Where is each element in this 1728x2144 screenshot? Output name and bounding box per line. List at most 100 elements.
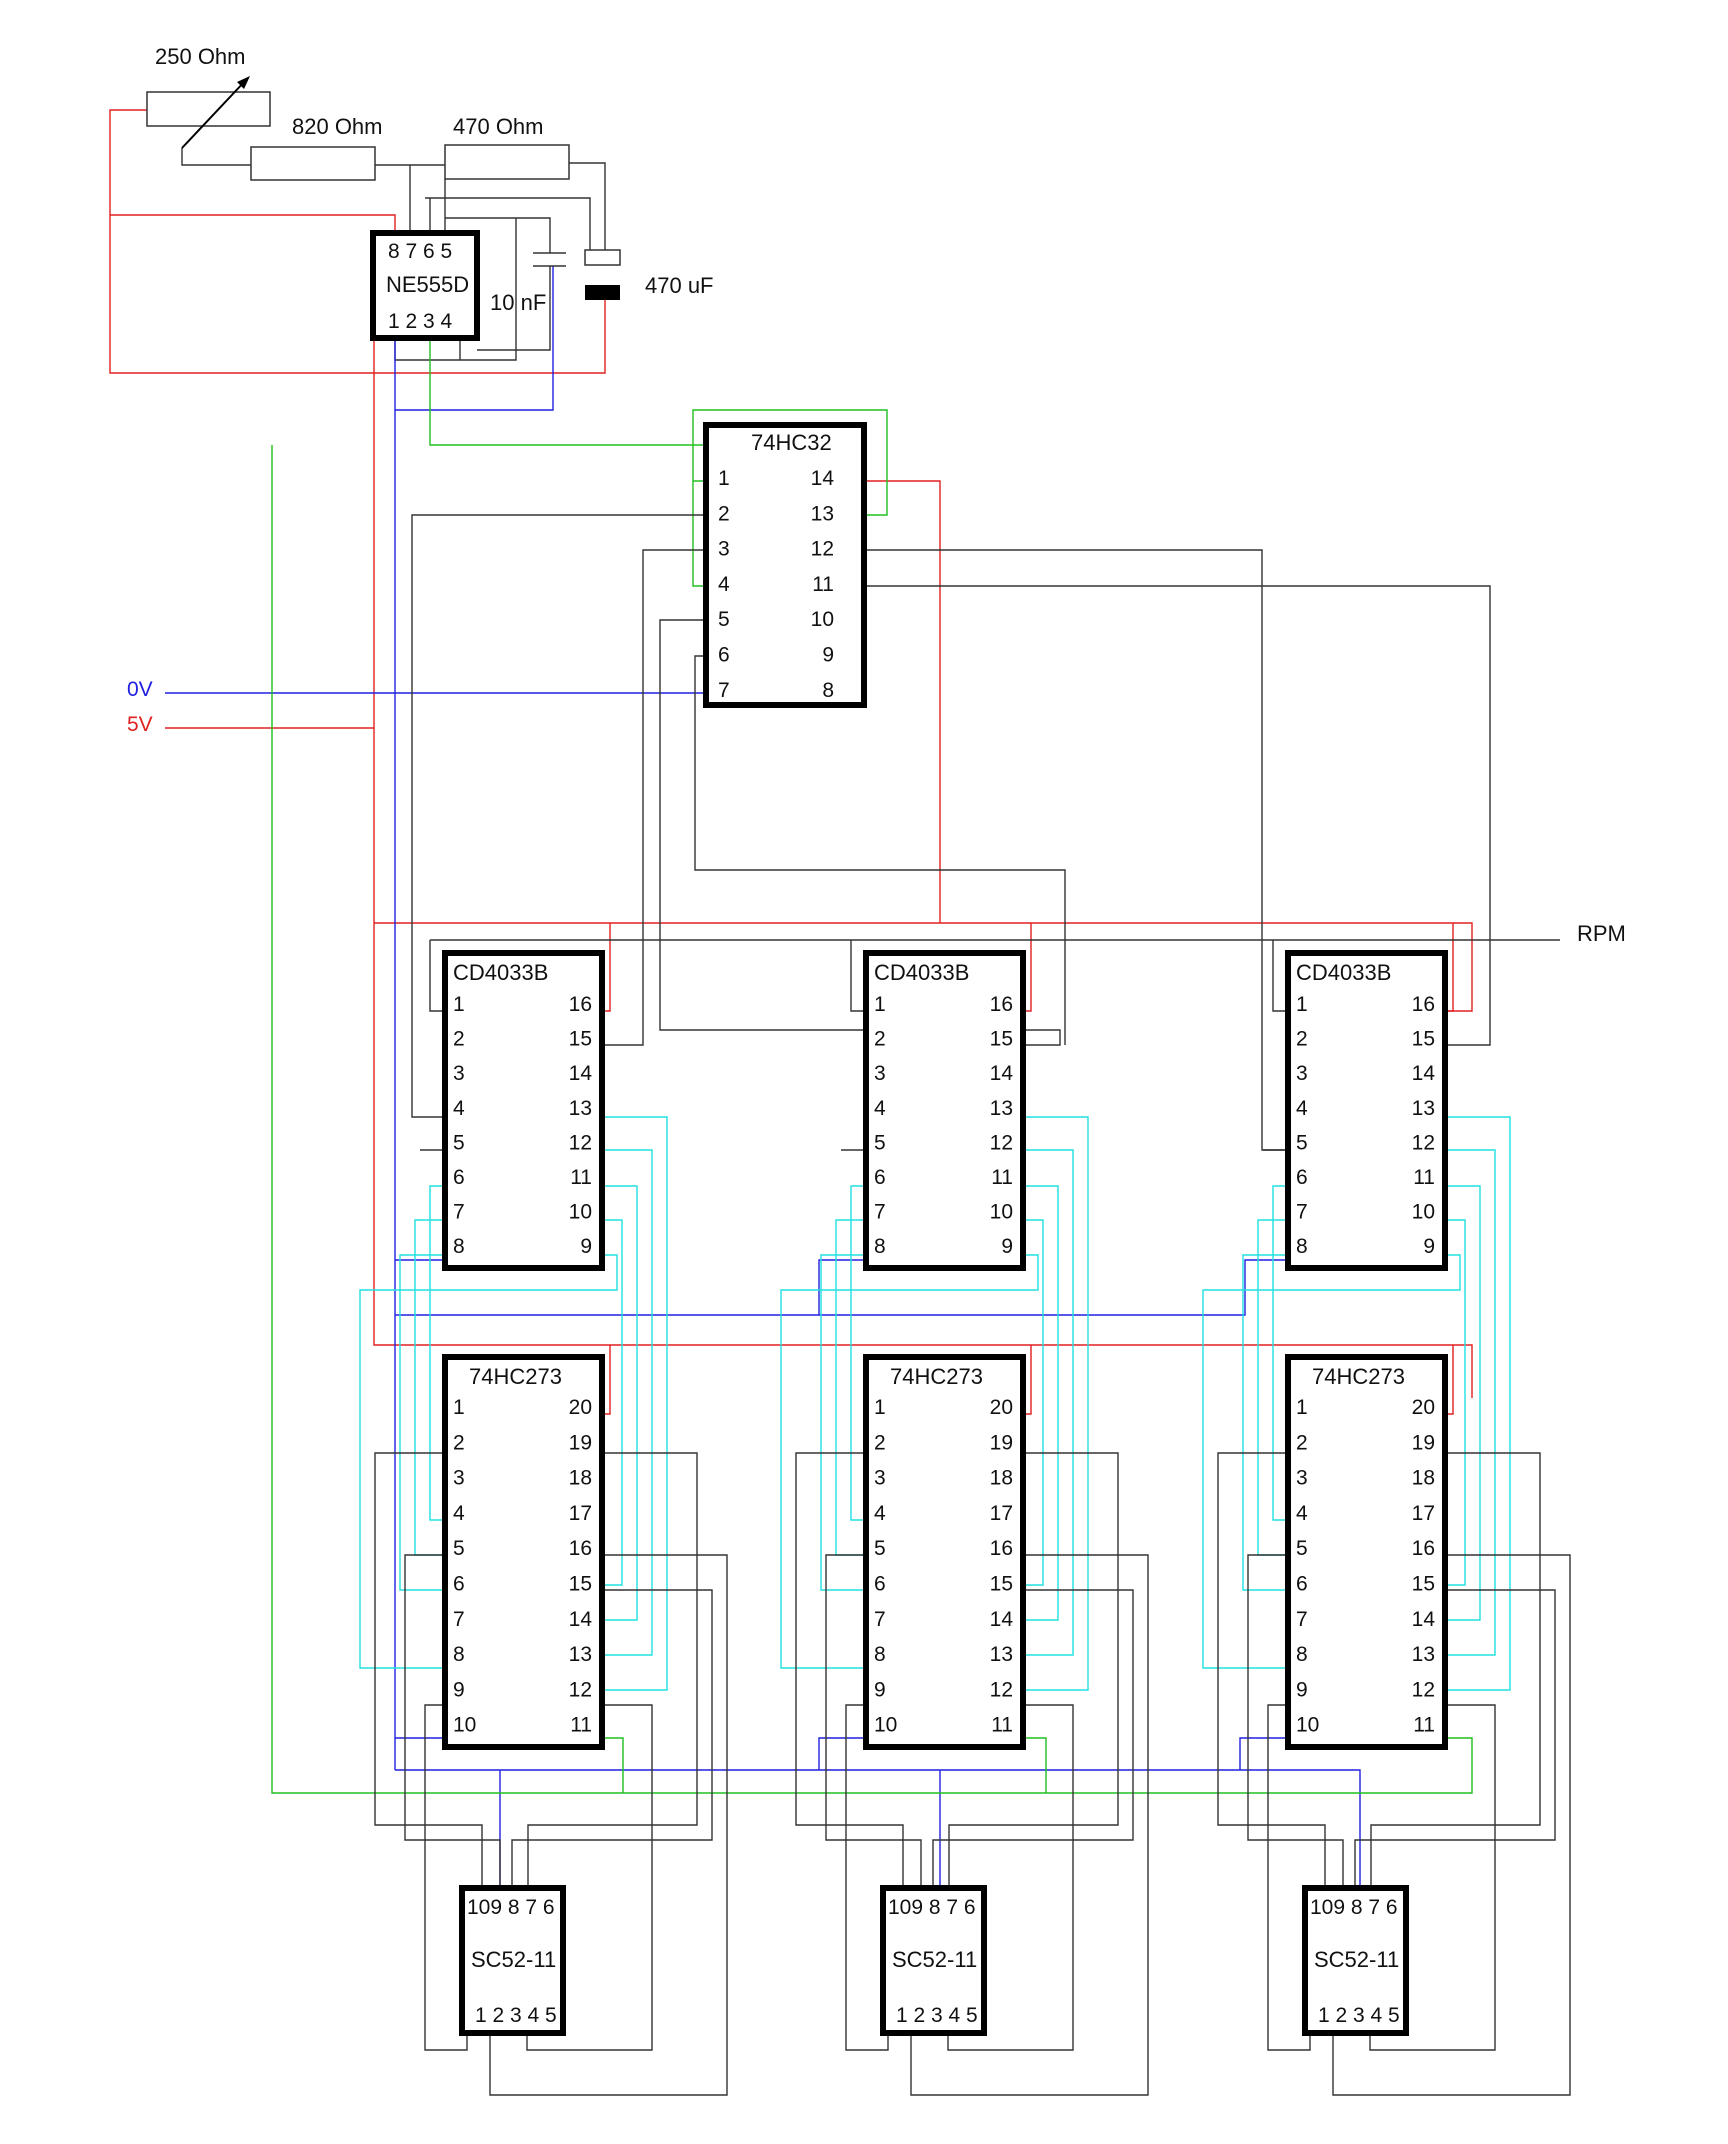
wire-data-1-0 <box>1023 1116 1089 1691</box>
wire-seg-c-0 <box>424 1704 468 2051</box>
display-name: SC52-11 <box>892 1947 977 1972</box>
latch-chip-74hc273-name: 74HC273 <box>890 1364 983 1389</box>
pin-right-label: 17 <box>569 1502 592 1525</box>
wire-data-long-2 <box>1202 1254 1461 1669</box>
pin-left-label: 8 <box>453 1643 465 1666</box>
wire-seg-d-2 <box>1370 1452 1541 1888</box>
or-pin-right-label: 9 <box>822 644 834 667</box>
pin-right-label: 14 <box>990 1062 1014 1085</box>
or-pin-right-label: 11 <box>812 573 834 596</box>
wire-clock-or-4 <box>692 481 706 587</box>
display-name: SC52-11 <box>1314 1947 1399 1972</box>
wire-clock-l2 <box>1023 1737 1047 1793</box>
pin-left-label: 5 <box>874 1537 886 1560</box>
wire-vcc-timer-loop <box>109 109 606 374</box>
wire-or-3 <box>602 549 706 1046</box>
pin-left-label: 4 <box>874 1097 886 1120</box>
wire-data-left-2-0 <box>1272 1185 1288 1521</box>
c1-label: 10 nF <box>490 290 546 315</box>
ne555-timer-chip: 8 7 6 5 NE555D 1 2 3 4 <box>370 230 480 341</box>
pin-left-label: 4 <box>453 1097 465 1120</box>
pin-left-label: 5 <box>1296 1537 1308 1560</box>
pin-left-label: 6 <box>874 1573 886 1596</box>
wire-seg-b-1 <box>825 1554 922 1888</box>
capacitor-10nf: 10 nF <box>490 252 566 315</box>
wire-data-left-1-0 <box>850 1185 866 1521</box>
or-gate-name: 74HC32 <box>751 430 832 455</box>
wire-or-2 <box>411 514 706 1118</box>
wire-seg-a-1 <box>795 1452 904 1888</box>
pin-right-label: 13 <box>1412 1643 1435 1666</box>
wire-vcc-or-gate <box>864 480 941 923</box>
rail-label-gnd: 0V <box>127 678 153 701</box>
pin-left-label: 6 <box>453 1166 465 1189</box>
wire-data-2-2 <box>1445 1185 1481 1621</box>
pin-right-label: 15 <box>1412 1573 1435 1596</box>
wire-data-0-2 <box>602 1185 638 1621</box>
display-name: SC52-11 <box>471 1947 556 1972</box>
pin-right-label: 11 <box>991 1166 1013 1189</box>
pin-left-label: 5 <box>453 1131 465 1154</box>
pin-right-label: 13 <box>990 1643 1013 1666</box>
pin-left-label: 2 <box>874 1431 886 1454</box>
wire-gnd-l2 <box>818 1737 866 1770</box>
wire-seg-c-1 <box>845 1704 889 2051</box>
pin-left-label: 7 <box>874 1201 886 1224</box>
output-label-rpm: RPM <box>1577 921 1626 946</box>
pin-left-label: 9 <box>1296 1678 1308 1701</box>
wire-gnd-c2 <box>818 1259 866 1315</box>
ne555-name: NE555D <box>386 272 469 297</box>
wire-data-left-0-2 <box>399 1254 445 1591</box>
pin-right-label: 13 <box>990 1097 1013 1120</box>
pin-right-label: 18 <box>990 1467 1013 1490</box>
or-pin-right-label: 8 <box>822 679 834 702</box>
pin-right-label: 12 <box>1412 1678 1435 1701</box>
counter-chip-cd4033b-name: CD4033B <box>1296 960 1391 985</box>
pin-right-label: 11 <box>1413 1166 1435 1189</box>
ne555-top-pins: 8 7 6 5 <box>388 240 452 263</box>
pin-right-label: 12 <box>569 1131 592 1154</box>
pin-left-label: 6 <box>453 1573 465 1596</box>
pin-left-label: 7 <box>1296 1608 1308 1631</box>
pin-left-label: 4 <box>1296 1097 1308 1120</box>
rail-label-vcc: 5V <box>127 713 153 736</box>
wire-gnd-display-bus <box>395 1769 1361 1888</box>
pin-left-label: 10 <box>1296 1714 1319 1737</box>
pin-right-label: 19 <box>1412 1431 1435 1454</box>
wire-seg-b-2 <box>1247 1554 1344 1888</box>
or-pin-right-label: 13 <box>811 502 834 525</box>
pin-left-label: 3 <box>874 1062 886 1085</box>
wire-seg-b-0 <box>404 1554 501 1888</box>
pin-left-label: 5 <box>874 1131 886 1154</box>
pin-left-label: 8 <box>874 1643 886 1666</box>
wire-or-5 <box>659 619 1061 1046</box>
pin-right-label: 9 <box>1001 1235 1013 1258</box>
wire-clock-latch-bus <box>271 445 1473 1794</box>
pin-right-label: 19 <box>990 1431 1013 1454</box>
or-pin-right-label: 14 <box>811 467 835 490</box>
pin-right-label: 14 <box>1412 1062 1436 1085</box>
or-pin-right-label: 12 <box>811 538 834 561</box>
pin-right-label: 16 <box>1412 993 1435 1016</box>
wire-vcc-counters <box>374 922 1473 1012</box>
pin-right-label: 15 <box>569 1573 592 1596</box>
pin-left-label: 10 <box>874 1714 897 1737</box>
pin-left-label: 9 <box>874 1678 886 1701</box>
display-bottom-pins: 1 2 3 4 5 <box>475 2004 557 2027</box>
r1-label: 820 Ohm <box>292 114 383 139</box>
wire-vcc-main <box>373 338 1473 1398</box>
pin-right-label: 14 <box>569 1062 593 1085</box>
pin-left-label: 4 <box>874 1502 886 1525</box>
pin-left-label: 3 <box>453 1467 465 1490</box>
pin-right-label: 13 <box>569 1643 592 1666</box>
or-pin-left-label: 1 <box>718 467 730 490</box>
or-pin-left-label: 2 <box>718 502 730 525</box>
wire-seg-c-2 <box>1267 1704 1311 2051</box>
